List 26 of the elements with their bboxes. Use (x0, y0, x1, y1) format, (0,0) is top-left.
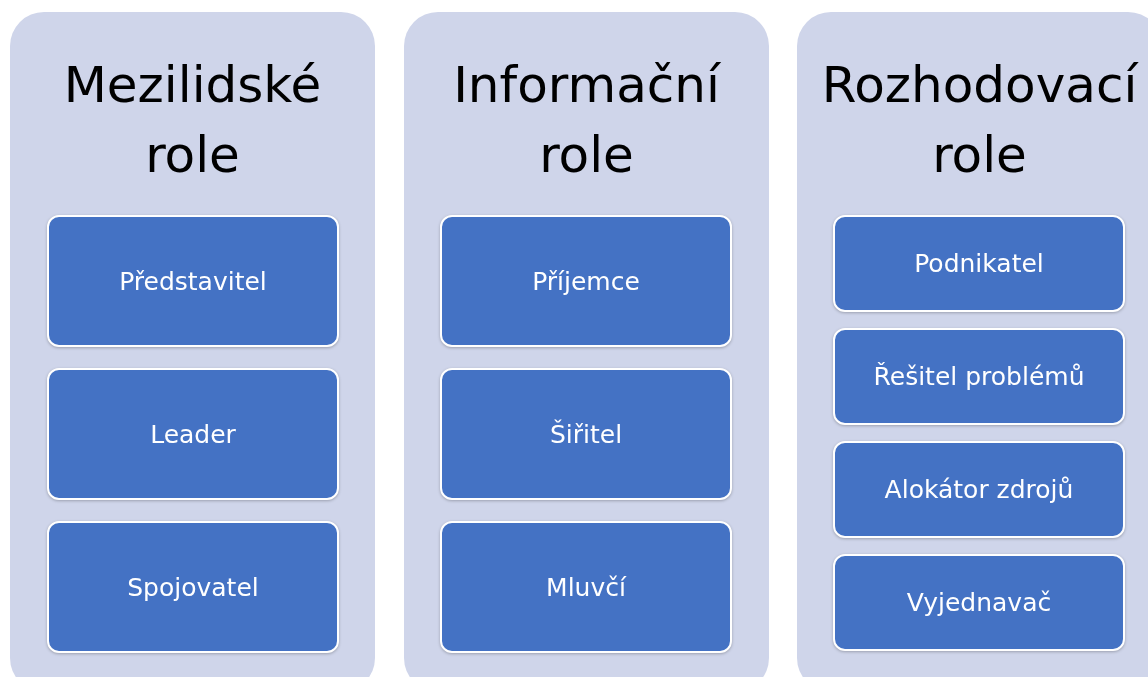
role-label: Šiřitel (549, 419, 623, 449)
role-label: Mluvčí (546, 572, 626, 602)
role-box (833, 215, 1125, 312)
role-box (833, 554, 1125, 651)
group-panel (10, 12, 375, 677)
role-label: Spojovatel (127, 572, 259, 602)
role-box (440, 368, 732, 500)
role-box (440, 215, 732, 347)
role-box (47, 521, 339, 653)
role-box (833, 328, 1125, 425)
role-box (833, 441, 1125, 538)
group-heading: Mezilidské role (62, 55, 323, 186)
role-label: Leader (150, 419, 236, 449)
group-panel (797, 12, 1148, 677)
role-label: Podnikatel (914, 249, 1044, 278)
group-panel (404, 12, 769, 677)
role-label: Řešitel problémů (873, 362, 1085, 391)
group-heading: Rozhodovací role (820, 55, 1140, 186)
role-box (440, 521, 732, 653)
role-label: Příjemce (532, 266, 640, 296)
role-box (47, 215, 339, 347)
role-box (47, 368, 339, 500)
role-label: Vyjednavač (906, 588, 1052, 617)
role-label: Alokátor zdrojů (884, 475, 1074, 504)
group-heading: Informační role (452, 55, 722, 186)
role-label: Představitel (119, 266, 267, 296)
